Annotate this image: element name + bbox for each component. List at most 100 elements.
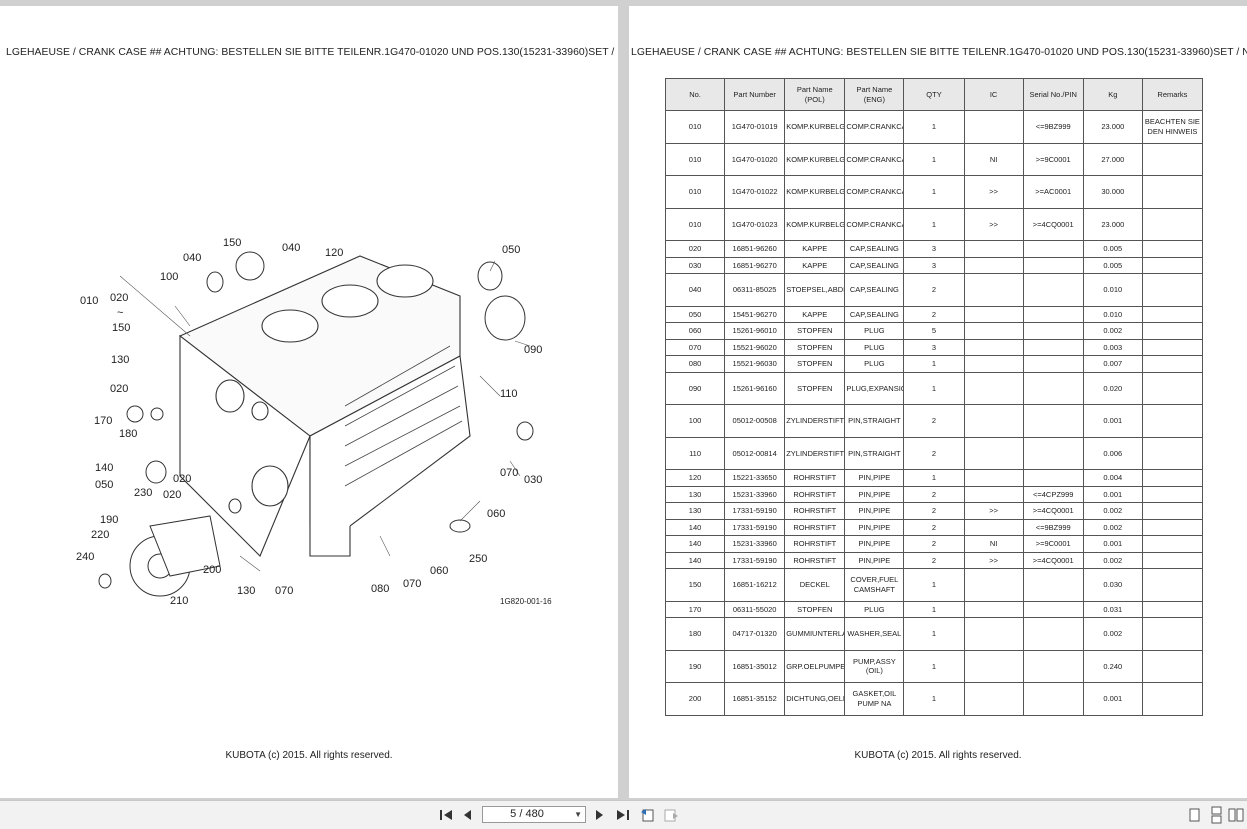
table-cell: 0.001 bbox=[1082, 682, 1143, 716]
table-cell bbox=[963, 485, 1024, 503]
table-cell: WASHER,SEAL bbox=[844, 617, 905, 651]
table-cell bbox=[1022, 355, 1084, 373]
column-header: QTY bbox=[903, 78, 965, 111]
table-cell: >> bbox=[963, 207, 1024, 241]
table-cell bbox=[1022, 404, 1084, 438]
table-cell: >> bbox=[963, 502, 1024, 520]
table-cell: 130 bbox=[664, 502, 726, 520]
table-cell: 17331-59190 bbox=[724, 551, 786, 569]
table-cell: <=9BZ999 bbox=[1022, 110, 1084, 144]
table-cell: >> bbox=[963, 175, 1024, 209]
table-cell: 2 bbox=[903, 273, 965, 307]
table-cell: 0.007 bbox=[1082, 355, 1143, 373]
prev-page-icon[interactable] bbox=[459, 806, 475, 824]
table-cell: 150 bbox=[664, 568, 726, 602]
table-cell: 2 bbox=[903, 436, 965, 470]
single-page-icon[interactable] bbox=[1186, 806, 1202, 824]
table-cell: 16851-16212 bbox=[724, 568, 786, 602]
table-cell: 1 bbox=[903, 600, 965, 618]
table-cell: ROHRSTIFT bbox=[784, 502, 846, 520]
facing-pages-icon[interactable] bbox=[1228, 806, 1244, 824]
table-cell bbox=[963, 469, 1024, 487]
table-cell: 16851-96260 bbox=[724, 240, 786, 258]
table-cell: 0.004 bbox=[1082, 469, 1143, 487]
table-cell bbox=[1022, 682, 1084, 716]
next-view-icon[interactable] bbox=[663, 806, 679, 824]
table-cell: 1 bbox=[903, 355, 965, 373]
column-header: Part Name (POL) bbox=[784, 78, 846, 111]
table-cell: GUMMIUNTERLAGE bbox=[784, 617, 846, 651]
table-cell: 0.240 bbox=[1082, 649, 1143, 683]
table-cell bbox=[963, 617, 1024, 651]
table-row: 04006311-85025STOEPSEL,ABDICHTUNGCAP,SEA… bbox=[664, 273, 1204, 307]
table-cell bbox=[963, 322, 1024, 340]
table-cell bbox=[1141, 404, 1204, 438]
table-cell: 17331-59190 bbox=[724, 518, 786, 536]
table-cell: 1 bbox=[903, 142, 965, 176]
table-cell bbox=[1022, 371, 1084, 405]
last-page-icon[interactable] bbox=[615, 806, 631, 824]
table-cell bbox=[1022, 600, 1084, 618]
table-cell bbox=[1022, 469, 1084, 487]
table-row: 0101G470-01022KOMP.KURBELGEHAEUSECOMP.CR… bbox=[664, 175, 1204, 209]
first-page-icon[interactable] bbox=[438, 806, 454, 824]
table-cell bbox=[1022, 568, 1084, 602]
table-cell: 2 bbox=[903, 535, 965, 553]
table-cell: 0.001 bbox=[1082, 404, 1143, 438]
table-cell: 0.030 bbox=[1082, 568, 1143, 602]
table-cell bbox=[1022, 338, 1084, 356]
callout-label: 100 bbox=[160, 271, 178, 283]
prev-view-icon[interactable] bbox=[640, 806, 656, 824]
table-cell: 120 bbox=[664, 469, 726, 487]
next-page-icon[interactable] bbox=[592, 806, 608, 824]
parts-table: No. Part Number Part Name (POL) Part Nam… bbox=[664, 78, 1204, 716]
table-cell: 140 bbox=[664, 518, 726, 536]
table-cell: GRP.OELPUMPE bbox=[784, 649, 846, 683]
callout-label: 250 bbox=[469, 553, 487, 565]
column-header: Part Name (ENG) bbox=[844, 78, 905, 111]
table-cell bbox=[963, 518, 1024, 536]
table-cell: 0.003 bbox=[1082, 338, 1143, 356]
page-number-select[interactable]: 5 / 480 ▼ bbox=[482, 806, 586, 823]
table-cell: 17331-59190 bbox=[724, 502, 786, 520]
table-cell: 1 bbox=[903, 207, 965, 241]
table-cell: 04717-01320 bbox=[724, 617, 786, 651]
table-cell: 16851-35012 bbox=[724, 649, 786, 683]
table-cell: 05012-00508 bbox=[724, 404, 786, 438]
table-cell: ROHRSTIFT bbox=[784, 485, 846, 503]
callout-label: 070 bbox=[403, 578, 421, 590]
callout-label: 210 bbox=[170, 595, 188, 607]
table-cell: PIN,STRAIGHT bbox=[844, 436, 905, 470]
table-cell: 0.010 bbox=[1082, 273, 1143, 307]
callout-label: ~ bbox=[117, 307, 123, 319]
column-header: No. bbox=[664, 78, 726, 111]
table-cell: PUMP,ASSY (OIL) bbox=[844, 649, 905, 683]
table-cell bbox=[1141, 142, 1204, 176]
table-cell: KOMP.KURBELGEHAEUSE bbox=[784, 175, 846, 209]
callout-label: 240 bbox=[76, 551, 94, 563]
table-cell bbox=[1141, 617, 1204, 651]
table-cell: 080 bbox=[664, 355, 726, 373]
page-footer-text: KUBOTA (c) 2015. All rights reserved. bbox=[854, 750, 1022, 761]
column-header: Part Number bbox=[724, 78, 786, 111]
table-cell: CAP,SEALING bbox=[844, 305, 905, 323]
column-header: IC bbox=[963, 78, 1024, 111]
table-cell: ROHRSTIFT bbox=[784, 535, 846, 553]
table-cell: 110 bbox=[664, 436, 726, 470]
table-cell: <=4CPZ999 bbox=[1022, 485, 1084, 503]
table-cell: >=4CQ0001 bbox=[1022, 207, 1084, 241]
continuous-page-icon[interactable] bbox=[1208, 806, 1224, 824]
table-cell: CAP,SEALING bbox=[844, 240, 905, 258]
table-cell: 040 bbox=[664, 273, 726, 307]
column-header: Serial No./PIN bbox=[1022, 78, 1084, 111]
table-cell: KOMP.KURBELGEHAEUSE bbox=[784, 207, 846, 241]
table-cell: GASKET,OIL PUMP NA bbox=[844, 682, 905, 716]
table-cell: >=9C0001 bbox=[1022, 142, 1084, 176]
table-cell: NI bbox=[963, 142, 1024, 176]
table-cell bbox=[963, 436, 1024, 470]
